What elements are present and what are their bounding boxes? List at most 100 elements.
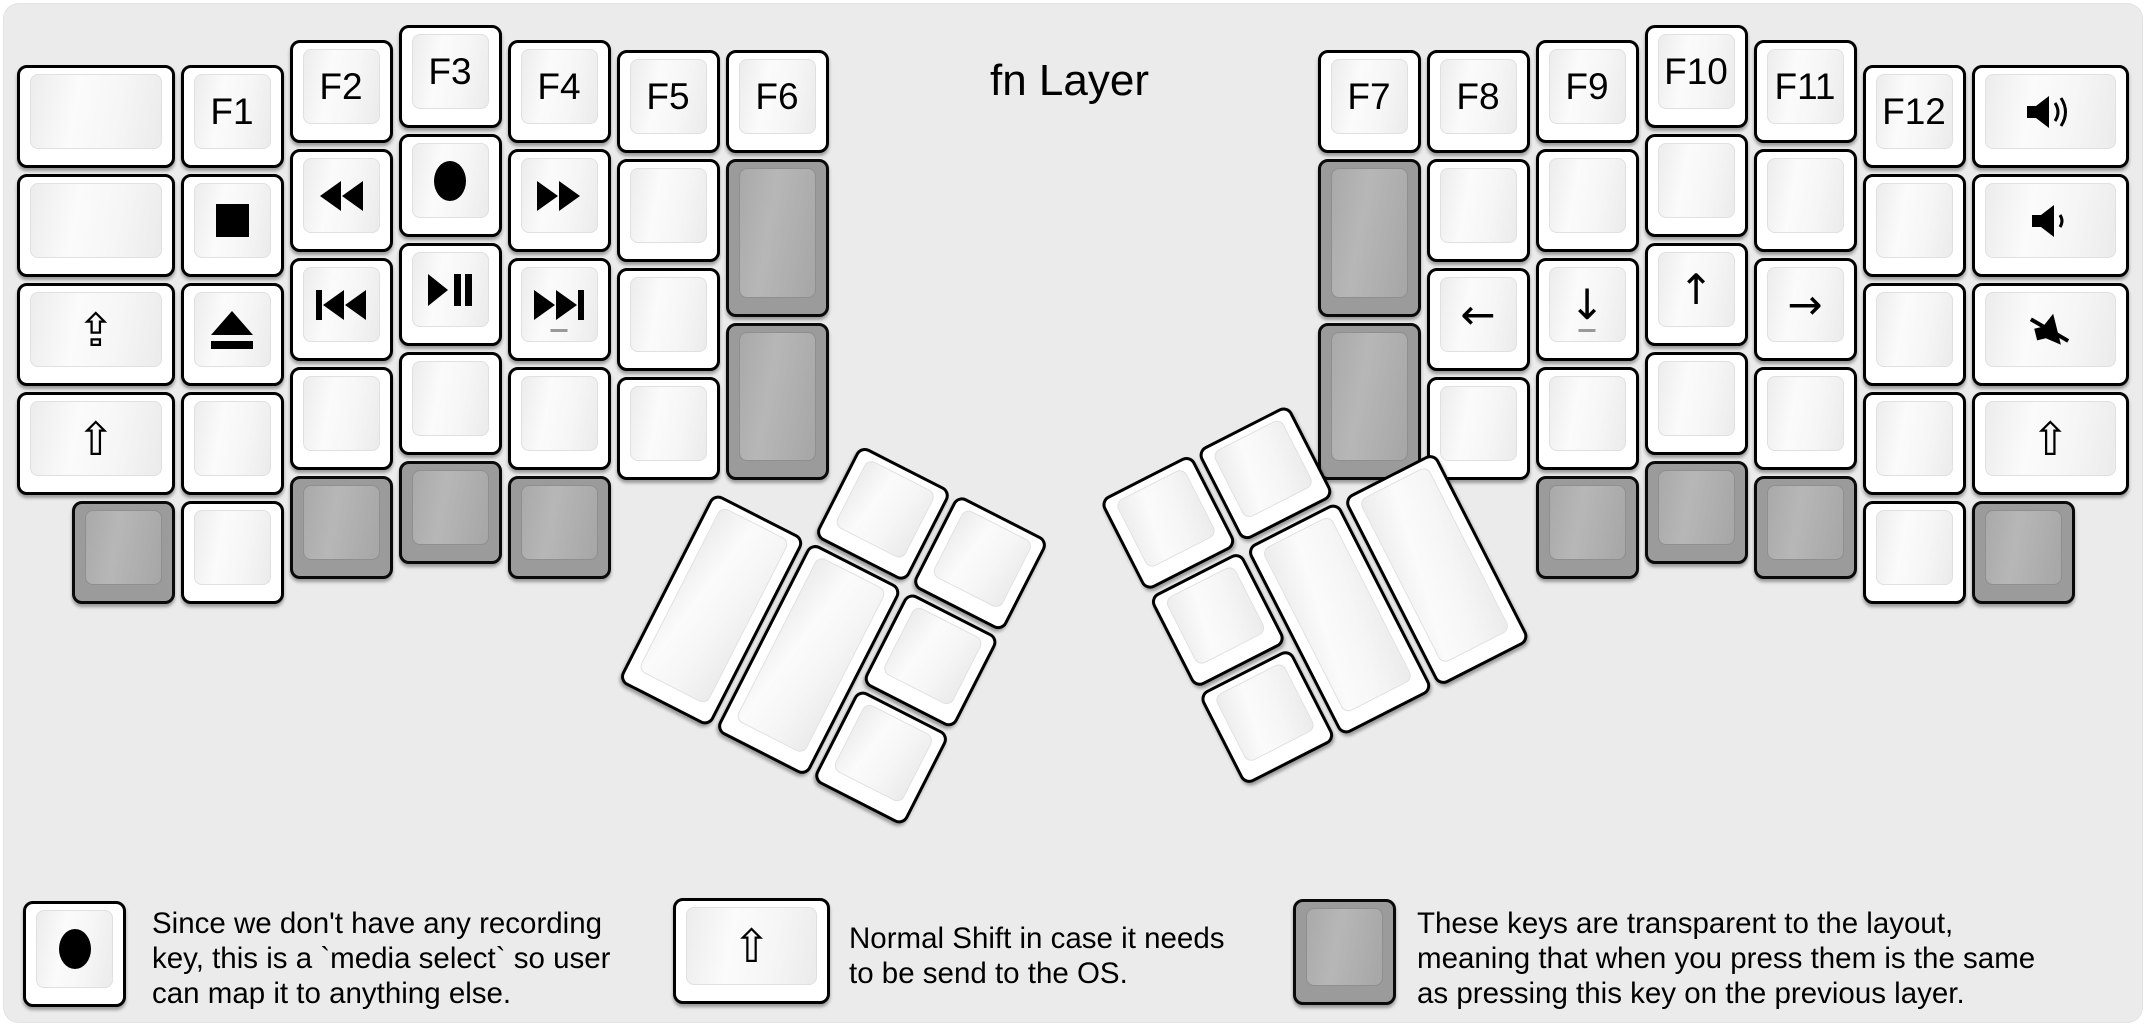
keycap-surface bbox=[193, 401, 271, 476]
key-f4: F4 bbox=[507, 40, 611, 143]
keycap-surface: ⇧ bbox=[686, 907, 817, 985]
key-blank bbox=[507, 367, 611, 470]
key-blank bbox=[1862, 174, 1966, 277]
arrow-left-icon: ← bbox=[1460, 289, 1496, 339]
keycap-surface bbox=[30, 183, 162, 258]
keycap-surface: ↑ bbox=[1657, 252, 1735, 327]
key-record bbox=[398, 134, 502, 237]
record-icon bbox=[58, 929, 91, 969]
key-blank bbox=[1426, 159, 1530, 262]
keycap-surface bbox=[84, 510, 162, 585]
keycap-surface: F6 bbox=[738, 59, 816, 134]
key-arrow-left: ← bbox=[1426, 268, 1530, 371]
keycap-surface bbox=[302, 267, 380, 342]
key-shift: ⇧ bbox=[1971, 392, 2129, 495]
key-label: F11 bbox=[1774, 65, 1836, 107]
key-label: F1 bbox=[210, 90, 254, 132]
keycap-surface bbox=[1330, 331, 1408, 461]
key-volume-up bbox=[1971, 65, 2129, 168]
key-blank bbox=[1644, 134, 1748, 237]
key-transparent bbox=[289, 476, 393, 579]
keycap-surface bbox=[629, 277, 707, 352]
key-mute bbox=[1971, 283, 2129, 386]
key-transparent bbox=[1535, 476, 1639, 579]
key-next-track bbox=[507, 258, 611, 361]
shift-icon: ⇧ bbox=[732, 919, 771, 973]
keycap-surface bbox=[738, 168, 816, 298]
keycap-surface bbox=[1306, 908, 1383, 986]
keycap-surface bbox=[1766, 158, 1844, 233]
key-transparent bbox=[1317, 322, 1421, 480]
keycap-surface bbox=[1875, 183, 1953, 258]
keycap-surface: F4 bbox=[520, 49, 598, 124]
key-f2: F2 bbox=[289, 40, 393, 143]
key-shift: ⇧ bbox=[17, 392, 175, 495]
key-transparent bbox=[71, 501, 175, 604]
key-blank bbox=[289, 367, 393, 470]
key-label: F12 bbox=[1882, 90, 1946, 132]
key-transparent bbox=[725, 322, 829, 480]
keycap-surface bbox=[1330, 168, 1408, 298]
key-label: F2 bbox=[319, 65, 363, 107]
keycap-surface: F2 bbox=[302, 49, 380, 124]
key-blank bbox=[1535, 149, 1639, 252]
key-f11: F11 bbox=[1753, 40, 1857, 143]
keycap-surface bbox=[193, 183, 271, 258]
key-f12: F12 bbox=[1862, 65, 1966, 168]
keycap-surface bbox=[1439, 386, 1517, 461]
key-label: F9 bbox=[1565, 65, 1609, 107]
key-blank bbox=[1862, 283, 1966, 386]
legend-shift-key: ⇧ bbox=[673, 898, 830, 1004]
ff-icon bbox=[537, 180, 580, 211]
keycap-surface bbox=[1984, 510, 2062, 585]
keycap-surface: F11 bbox=[1766, 49, 1844, 124]
keycap-surface bbox=[520, 267, 598, 342]
key-transparent bbox=[1753, 476, 1857, 579]
keycap-surface bbox=[629, 386, 707, 461]
keycap-surface bbox=[1984, 183, 2116, 258]
keycap-surface: ⇪ bbox=[30, 292, 162, 367]
key-blank bbox=[616, 377, 720, 480]
keycap-surface bbox=[1766, 485, 1844, 560]
keycap-surface bbox=[302, 376, 380, 451]
key-transparent bbox=[1644, 461, 1748, 564]
key-label: F5 bbox=[646, 75, 690, 117]
legend-text-record: Since we don't have any recording key, t… bbox=[152, 907, 611, 1010]
key-transparent bbox=[725, 159, 829, 317]
key-prev-track bbox=[289, 258, 393, 361]
key-blank bbox=[1535, 367, 1639, 470]
keycap-surface: F1 bbox=[193, 74, 271, 149]
keycap-surface bbox=[1875, 401, 1953, 476]
key-arrow-down: ↓ bbox=[1535, 258, 1639, 361]
key-blank bbox=[17, 65, 175, 168]
key-blank bbox=[180, 501, 284, 604]
playpause-icon bbox=[428, 273, 472, 306]
legend-record-key bbox=[23, 901, 126, 1007]
key-blank bbox=[1426, 377, 1530, 480]
layer-title: fn Layer bbox=[990, 56, 1149, 105]
keycap-surface: ↓ bbox=[1548, 267, 1626, 342]
key-f1: F1 bbox=[180, 65, 284, 168]
vol-down-icon bbox=[2032, 204, 2064, 237]
key-transparent bbox=[507, 476, 611, 579]
keycap-surface bbox=[302, 485, 380, 560]
key-transparent bbox=[1317, 159, 1421, 317]
key-label: F6 bbox=[755, 75, 799, 117]
keycap-surface bbox=[30, 74, 162, 149]
key-transparent bbox=[1971, 501, 2075, 604]
keycap-surface bbox=[520, 485, 598, 560]
key-blank bbox=[616, 159, 720, 262]
keycap-surface bbox=[1766, 376, 1844, 451]
keycap-surface: F9 bbox=[1548, 49, 1626, 124]
keycap-surface bbox=[520, 158, 598, 233]
keycap-surface: → bbox=[1766, 267, 1844, 342]
keycap-surface bbox=[1984, 292, 2116, 367]
key-f5: F5 bbox=[616, 50, 720, 153]
stop-icon bbox=[215, 204, 249, 237]
rewind-icon bbox=[320, 180, 363, 211]
shift-icon: ⇧ bbox=[76, 411, 116, 466]
keycap-surface: ⇧ bbox=[1984, 401, 2116, 476]
key-caps-lock: ⇪ bbox=[17, 283, 175, 386]
arrow-up-icon: ↑ bbox=[1678, 264, 1714, 314]
